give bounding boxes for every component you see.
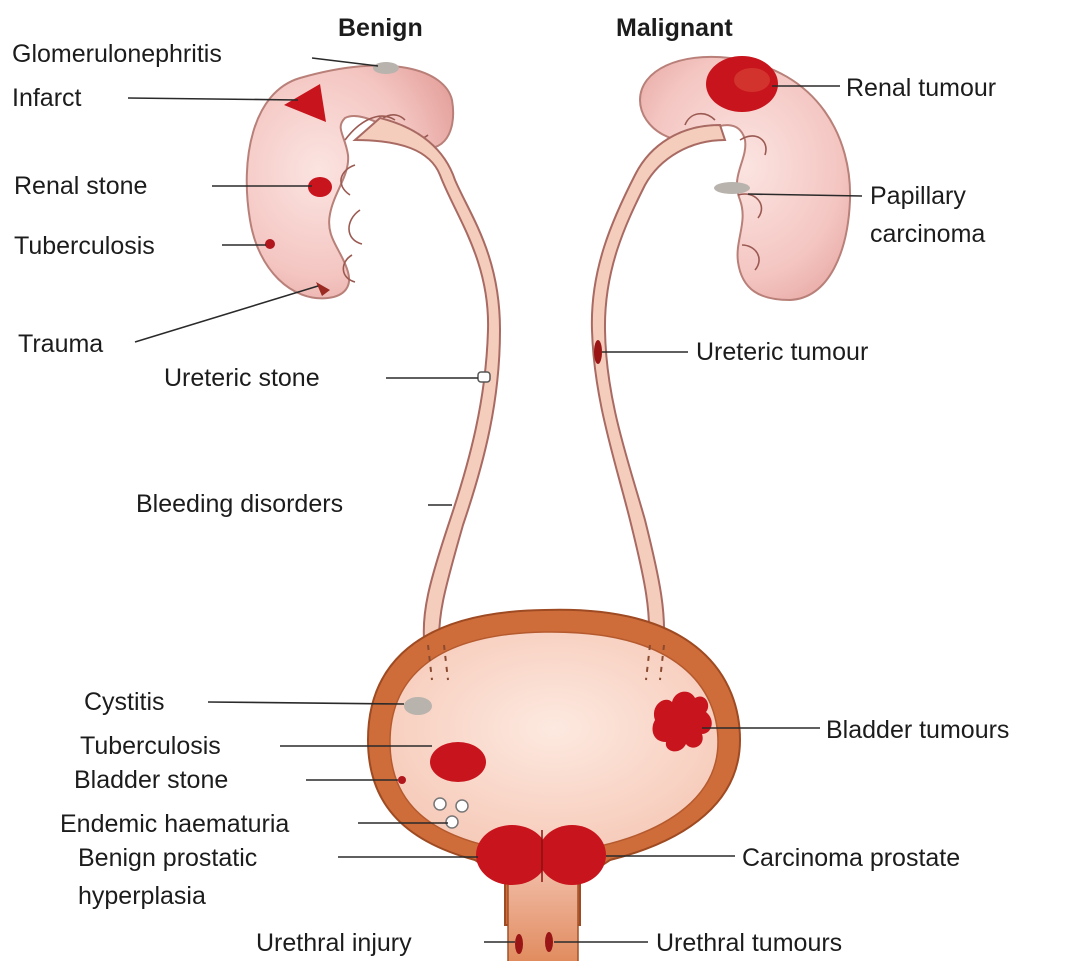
urethral-injury-lesion xyxy=(515,934,523,954)
label-papillary-line1: Papillary xyxy=(870,182,966,210)
heading-benign: Benign xyxy=(338,14,423,42)
heading-malignant: Malignant xyxy=(616,14,733,42)
left-ureter xyxy=(355,118,500,650)
bladder-stone-lesion xyxy=(398,776,406,784)
label-tuberculosis-bladder: Tuberculosis xyxy=(80,732,221,760)
renal-tumour-highlight xyxy=(734,68,770,92)
label-infarct: Infarct xyxy=(12,84,82,112)
label-bladder-tumours: Bladder tumours xyxy=(826,716,1009,744)
label-benign-prostatic-line1: Benign prostatic xyxy=(78,844,257,872)
right-ureter xyxy=(592,125,725,650)
tuberculosis-bladder-lesion xyxy=(430,742,486,782)
label-urethral-injury: Urethral injury xyxy=(256,929,412,957)
label-ureteric-tumour: Ureteric tumour xyxy=(696,338,868,366)
ureteric-tumour-lesion xyxy=(594,340,602,364)
label-trauma: Trauma xyxy=(18,330,103,358)
bladder xyxy=(368,610,740,961)
benign-prostatic-lobe xyxy=(476,825,548,885)
label-ureteric-stone: Ureteric stone xyxy=(164,364,320,392)
label-cystitis: Cystitis xyxy=(84,688,165,716)
label-urethral-tumours: Urethral tumours xyxy=(656,929,842,957)
renal-stone-lesion xyxy=(308,177,332,197)
urethral-tumour-lesion xyxy=(545,932,553,952)
label-tuberculosis-kidney: Tuberculosis xyxy=(14,232,155,260)
carcinoma-prostate-lobe xyxy=(538,825,606,885)
label-carcinoma-prostate: Carcinoma prostate xyxy=(742,844,960,872)
label-benign-prostatic-line2: hyperplasia xyxy=(78,882,206,910)
label-endemic-haematuria: Endemic haematuria xyxy=(60,810,289,838)
label-bleeding-disorders: Bleeding disorders xyxy=(136,490,343,518)
ureteric-stone-lesion xyxy=(478,372,490,382)
label-bladder-stone: Bladder stone xyxy=(74,766,228,794)
label-renal-stone: Renal stone xyxy=(14,172,147,200)
label-glomerulonephritis: Glomerulonephritis xyxy=(12,40,222,68)
glomerulonephritis-lesion xyxy=(373,62,399,74)
tuberculosis-kidney-lesion xyxy=(265,239,275,249)
label-renal-tumour: Renal tumour xyxy=(846,74,996,102)
papillary-carcinoma-lesion xyxy=(714,182,750,194)
cystitis-lesion xyxy=(404,697,432,715)
label-papillary-line2: carcinoma xyxy=(870,220,985,248)
